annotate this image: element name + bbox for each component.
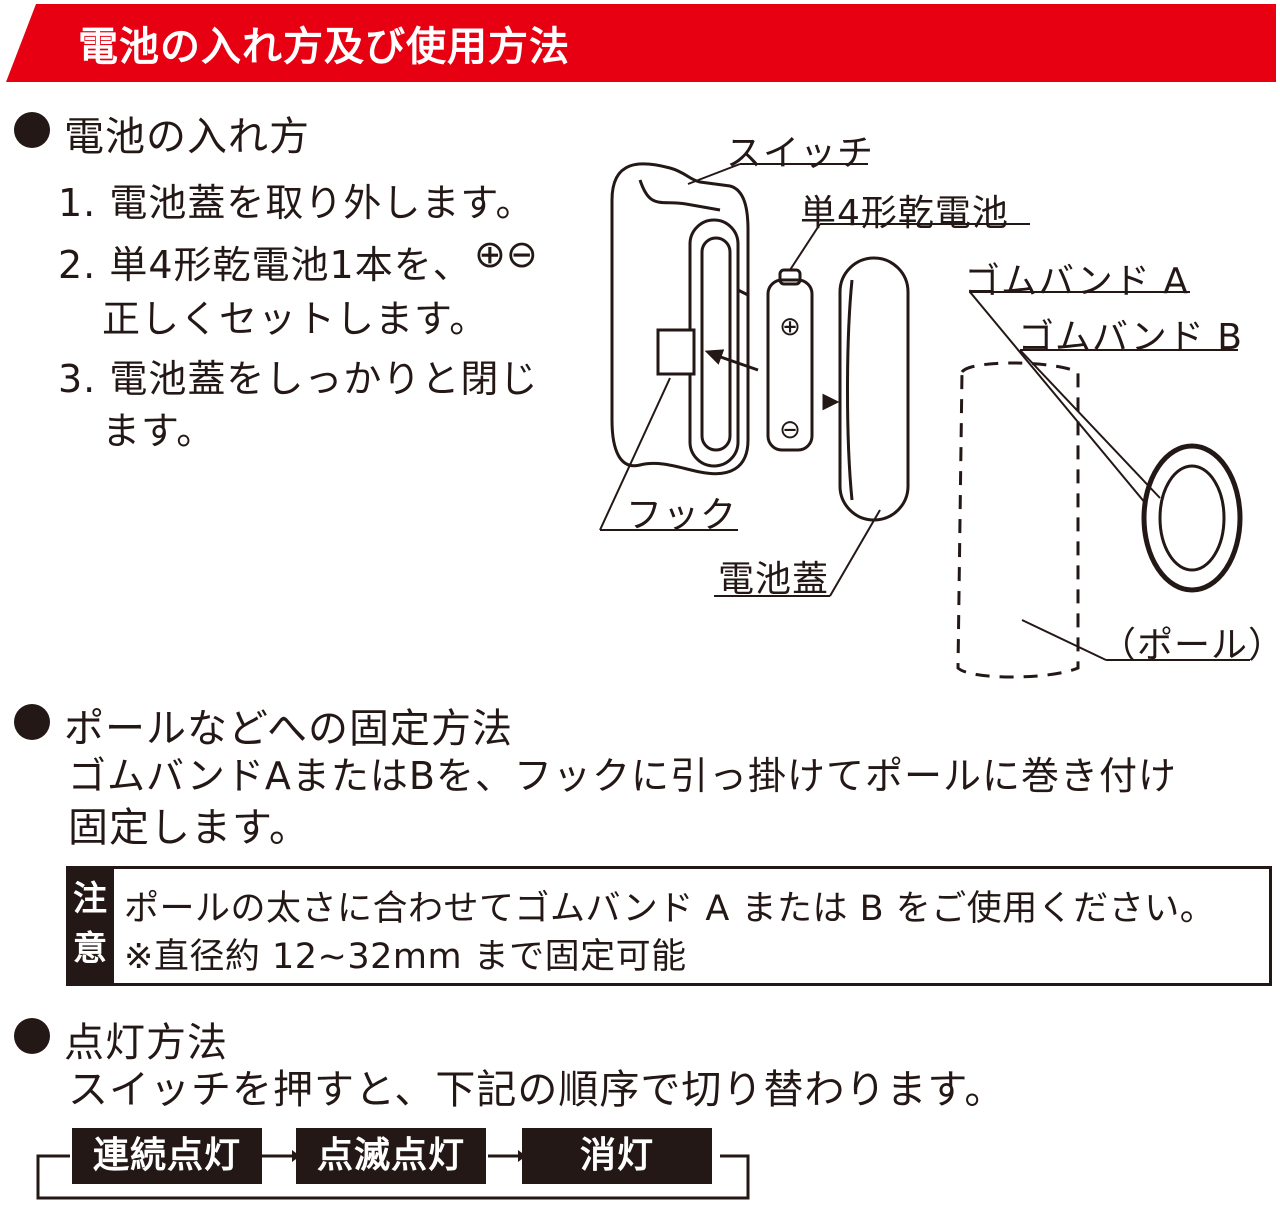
caution-char-1: 注 <box>73 879 107 919</box>
battery-installation-diagram: ⊕ ⊖ <box>599 162 1250 679</box>
step-3-continued: ます。 <box>102 409 216 453</box>
bullet-icon <box>14 704 50 740</box>
step-2-continued: 正しくセットします。 <box>102 297 489 341</box>
light-text: スイッチを押すと、下記の順序で切り替わります。 <box>68 1067 1006 1113</box>
caution-char-2: 意 <box>73 929 107 969</box>
pole-outline <box>956 361 1080 679</box>
label-band-b: ゴムバンド B <box>1018 317 1243 358</box>
mount-text-line2: 固定します。 <box>68 805 310 851</box>
caution-line-1: ポールの太さに合わせてゴムバンド A または B をご使用ください。 <box>124 889 1216 929</box>
header-banner <box>6 4 1276 82</box>
caution-label: 注 意 <box>66 866 114 986</box>
bullet-icon <box>14 1018 50 1054</box>
label-pole: （ポール） <box>1100 625 1280 666</box>
battery-heading: 電池の入れ方 <box>64 114 310 160</box>
page-title: 電池の入れ方及び使用方法 <box>78 24 570 70</box>
label-battery: 単4形乾電池 <box>800 193 1009 234</box>
label-cover: 電池蓋 <box>718 559 830 600</box>
step-2: 2. 単4形乾電池1本を、 <box>58 243 472 287</box>
minus-symbol-icon: ⊖ <box>505 232 538 276</box>
sequence-step-continuous: 連続点灯 <box>72 1128 262 1184</box>
step-1: 1. 電池蓋を取り外します。 <box>58 181 535 225</box>
plus-symbol-icon: ⊕ <box>474 232 506 276</box>
light-heading: 点灯方法 <box>64 1020 228 1066</box>
step-3: 3. 電池蓋をしっかりと閉じ <box>58 357 539 401</box>
bullet-icon <box>14 112 50 148</box>
sequence-step-blink: 点滅点灯 <box>296 1128 486 1184</box>
pole-cross-section <box>1141 443 1243 593</box>
battery-plus-label: ⊕ <box>779 312 801 342</box>
mount-text-line1: ゴムバンドAまたはBを、フックに引っ掛けてポールに巻き付け <box>68 754 1177 798</box>
label-hook: フック <box>626 495 738 536</box>
battery-minus-label: ⊖ <box>779 415 801 445</box>
sequence-step-off: 消灯 <box>522 1128 712 1184</box>
label-switch: スイッチ <box>726 133 875 174</box>
polarity-symbols: ⊕⊖ <box>474 232 538 276</box>
aa-battery <box>766 278 814 452</box>
label-band-a: ゴムバンド A <box>964 261 1189 302</box>
light-body-outline <box>610 162 750 476</box>
caution-line-2: ※直径約 12~32mm まで固定可能 <box>124 937 687 977</box>
mount-heading: ポールなどへの固定方法 <box>64 706 513 752</box>
